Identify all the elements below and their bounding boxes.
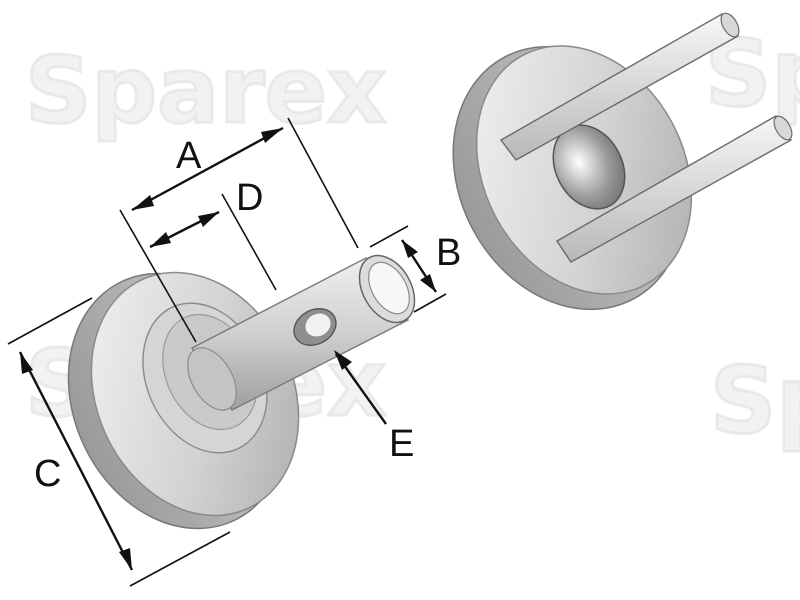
label-a: A xyxy=(176,135,202,177)
arrow-d-end xyxy=(198,212,219,227)
shaft-bore xyxy=(368,261,410,315)
ext-line-d xyxy=(221,193,277,291)
rod-upper xyxy=(499,12,740,161)
ext-line-b-top xyxy=(369,225,409,248)
label-d: D xyxy=(236,177,263,219)
dimension-lines xyxy=(7,117,447,587)
arrow-b-end xyxy=(420,274,436,292)
ext-line-a xyxy=(287,117,359,249)
label-c: C xyxy=(34,453,61,495)
flange-with-shaft xyxy=(67,254,416,530)
dimension-labels: A D B C E xyxy=(34,135,461,495)
ext-line-left xyxy=(119,209,197,343)
arrow-b-start xyxy=(402,240,418,258)
dim-line-a xyxy=(131,126,284,212)
flange-with-rods xyxy=(452,12,793,311)
label-b: B xyxy=(436,232,461,274)
arrow-e xyxy=(334,350,352,370)
cross-hole-through xyxy=(305,313,331,337)
arrow-d-start xyxy=(150,232,171,247)
dim-line-c xyxy=(18,351,134,571)
watermark-text: Sparex xyxy=(710,347,800,454)
ext-line-c-top xyxy=(7,297,93,345)
ext-line-c-bot xyxy=(129,531,231,587)
ext-line-b-bot xyxy=(413,293,447,313)
watermark-text: Sparex xyxy=(25,37,386,144)
arrow-a-end xyxy=(261,128,283,143)
arrow-c-start xyxy=(20,352,33,374)
arrow-c-end xyxy=(119,548,132,570)
arrow-a-start xyxy=(132,195,154,210)
shaft-base xyxy=(187,347,237,411)
rod-lower xyxy=(556,115,793,263)
label-e: E xyxy=(389,423,414,465)
